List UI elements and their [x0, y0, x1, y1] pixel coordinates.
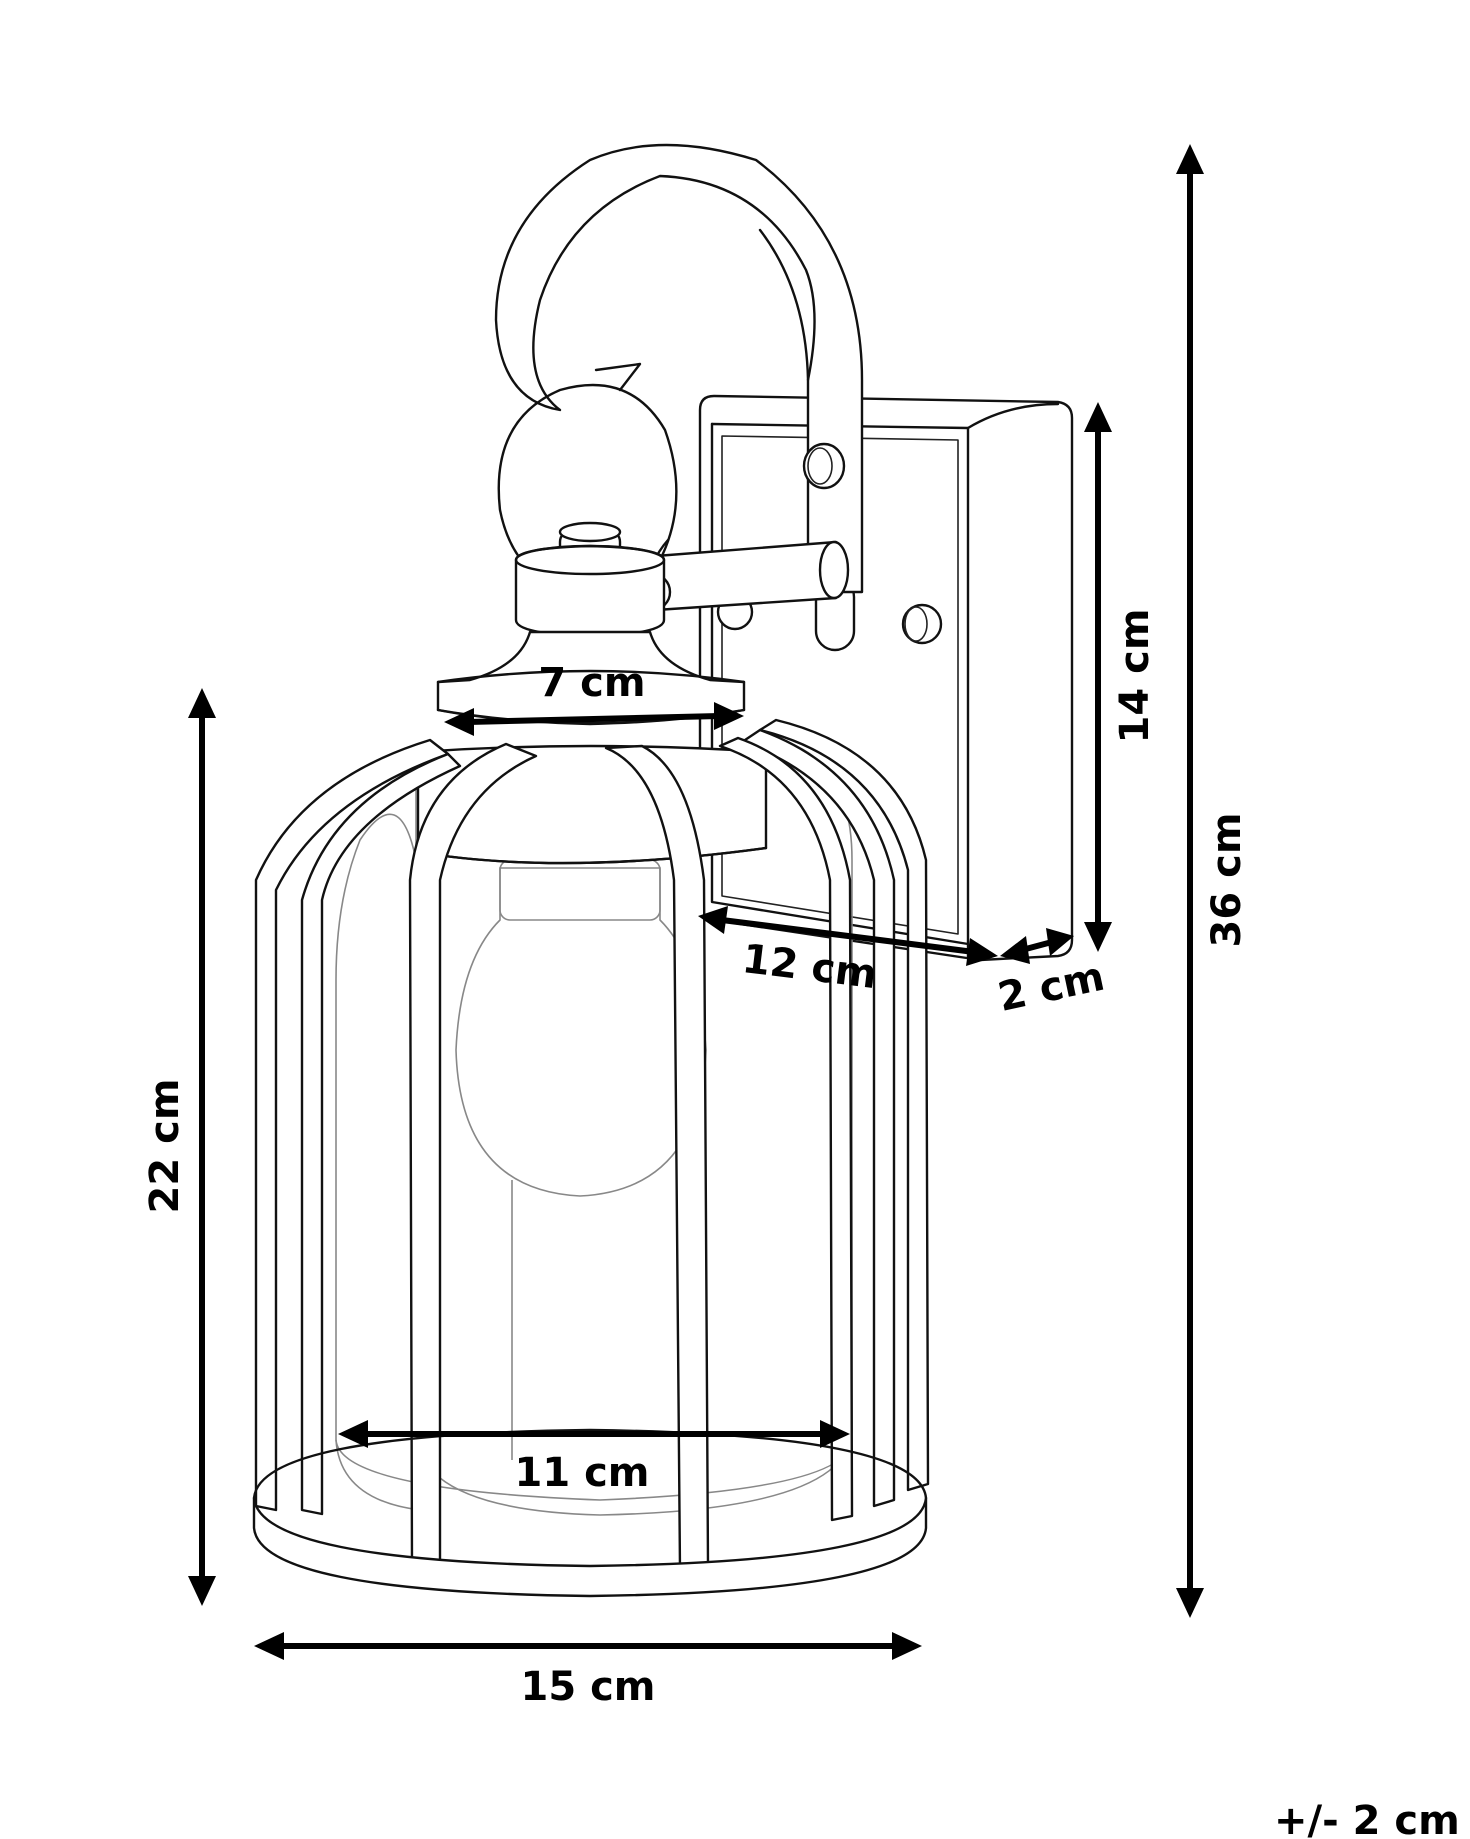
dimension-inner-width: 11 cm [338, 1420, 850, 1496]
total-height-label: 36 cm [1204, 813, 1250, 948]
scroll-hook-arm [494, 143, 864, 612]
base-width-label: 15 cm [521, 1664, 656, 1710]
depth-label: 12 cm [740, 936, 880, 998]
dimension-base-width: 15 cm [254, 1632, 922, 1710]
base-ring [252, 1428, 928, 1598]
dimension-top-width: 7 cm [444, 660, 744, 736]
wire-cage [254, 718, 930, 1572]
cage-height-label: 22 cm [142, 1079, 188, 1214]
dimension-plate-height: 14 cm [1084, 402, 1158, 952]
dimension-cage-height: 22 cm [142, 688, 216, 1606]
plate-depth-label: 2 cm [994, 954, 1108, 1021]
lamp-top-cap [436, 521, 746, 726]
top-width-label: 7 cm [538, 660, 645, 706]
plate-height-label: 14 cm [1112, 609, 1158, 744]
dimension-total-height: 36 cm [1176, 144, 1250, 1618]
inner-width-label: 11 cm [515, 1450, 650, 1496]
tolerance-note: +/- 2 cm [1274, 1798, 1460, 1839]
light-bulb [455, 859, 707, 1197]
